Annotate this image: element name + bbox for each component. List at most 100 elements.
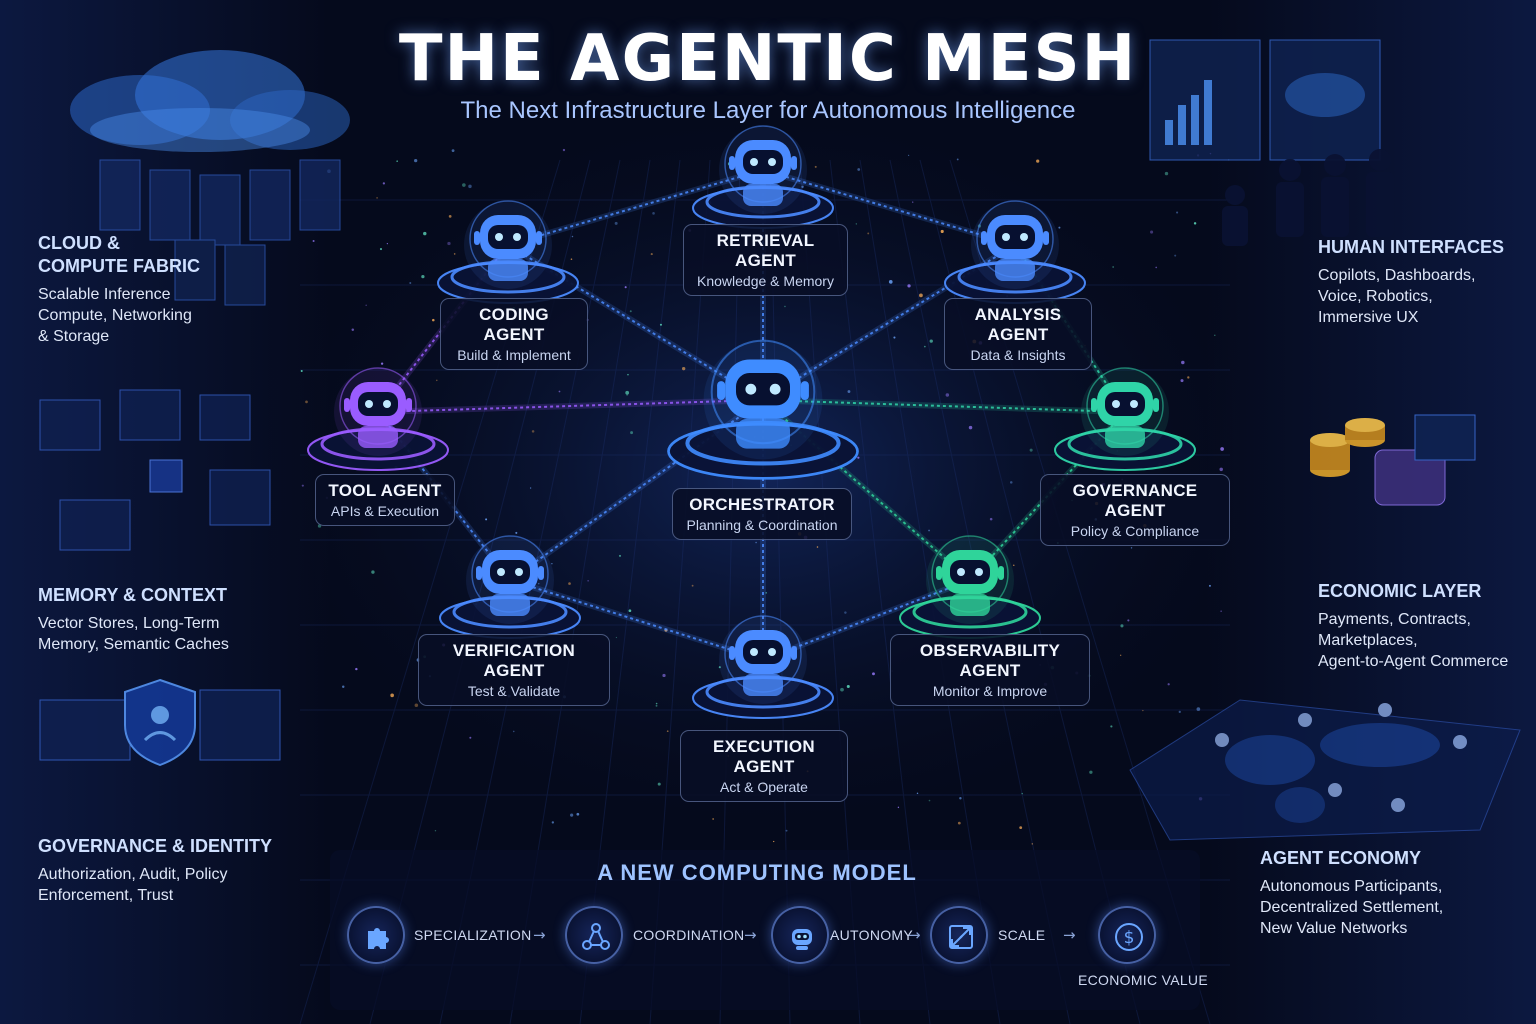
agent-description: Act & Operate	[720, 779, 808, 795]
mesh-connection-line	[762, 399, 1126, 413]
panel-description: & Storage	[38, 328, 110, 345]
retrieval-agent-robot-icon[interactable]	[692, 125, 834, 229]
analysis-agent-robot-icon[interactable]	[944, 200, 1086, 304]
dashboard-screens-illustration	[1149, 39, 1381, 161]
panel-description: Authorization, Audit, Policy	[38, 866, 228, 883]
arrow-right-icon: →	[744, 926, 757, 944]
agent-name: EXECUTION AGENT	[713, 737, 815, 776]
mesh-connection-line	[377, 399, 764, 413]
puzzle-icon	[347, 906, 405, 964]
execution-agent-robot-icon[interactable]	[692, 615, 834, 719]
arrow-right-icon: →	[533, 926, 546, 944]
mesh-connection-line	[509, 579, 764, 661]
agent-name: TOOL AGENT	[328, 481, 442, 500]
panel-description: Compute, Networking	[38, 307, 192, 324]
server-racks-illustration	[99, 159, 341, 306]
panel-description: Marketplaces,	[1318, 632, 1418, 649]
governance-identity-panel: GOVERNANCE & IDENTITY Authorization, Aud…	[38, 835, 318, 906]
panel-title: COMPUTE FABRIC	[38, 256, 200, 276]
execution-agent-label[interactable]: EXECUTION AGENT Act & Operate	[680, 730, 848, 802]
verification-agent-robot-icon[interactable]	[439, 535, 581, 639]
mesh-connection-line	[762, 399, 971, 581]
coding-agent-robot-icon[interactable]	[437, 200, 579, 304]
orchestrator-agent-robot-icon[interactable]	[667, 339, 859, 480]
coins-wallet-illustration	[1310, 414, 1476, 506]
governance-agent-label[interactable]: GOVERNANCE AGENT Policy & Compliance	[1040, 474, 1230, 546]
coding-agent-label[interactable]: CODING AGENT Build & Implement	[440, 298, 588, 370]
mesh-connection-line	[377, 244, 509, 413]
panel-title: GOVERNANCE & IDENTITY	[38, 836, 273, 856]
agent-name: OBSERVABILITY AGENT	[919, 641, 1061, 680]
expand-icon	[930, 906, 988, 964]
mesh-connection-line	[507, 169, 764, 246]
observability-agent-robot-icon[interactable]	[899, 535, 1041, 639]
agent-name: VERIFICATION AGENT	[452, 641, 576, 680]
panel-title: AGENT ECONOMY	[1260, 848, 1422, 868]
panel-title: HUMAN INTERFACES	[1318, 237, 1505, 257]
mesh-connection-line	[762, 169, 1016, 246]
agent-description: Monitor & Improve	[932, 683, 1048, 699]
flow-step-label: SPECIALIZATION	[414, 927, 532, 943]
agent-name: ORCHESTRATOR	[689, 495, 835, 514]
page-title: THE AGENTIC MESH	[398, 22, 1138, 96]
agent-name: CODING AGENT	[479, 305, 549, 344]
mesh-connection-line	[762, 579, 971, 661]
agent-description: Policy & Compliance	[1070, 523, 1200, 539]
panel-description: Autonomous Participants,	[1260, 878, 1443, 895]
agent-description: Data & Insights	[970, 347, 1066, 363]
agent-description: APIs & Execution	[330, 503, 440, 519]
panel-description: Agent-to-Agent Commerce	[1318, 653, 1509, 670]
flow-step-label: SCALE	[998, 927, 1046, 943]
network-icon	[565, 906, 623, 964]
tool-agent-label[interactable]: TOOL AGENT APIs & Execution	[315, 474, 455, 526]
mesh-connection-line	[509, 399, 764, 581]
flow-step-label: AUTONOMY	[830, 927, 914, 943]
human-interfaces-panel: HUMAN INTERFACES Copilots, Dashboards, V…	[1318, 236, 1528, 328]
page-subtitle: The Next Infrastructure Layer for Autono…	[460, 97, 1076, 124]
economic-layer-panel: ECONOMIC LAYER Payments, Contracts, Mark…	[1318, 580, 1533, 672]
governance-agent-robot-icon[interactable]	[1054, 367, 1196, 471]
agent-name: ANALYSIS AGENT	[974, 305, 1062, 344]
panel-title: MEMORY & CONTEXT	[38, 585, 228, 605]
orchestrator-label[interactable]: ORCHESTRATOR Planning & Coordination	[672, 488, 852, 540]
agent-description: Test & Validate	[467, 683, 561, 699]
panel-description: Copilots, Dashboards,	[1318, 267, 1476, 284]
world-map-illustration	[1129, 699, 1521, 841]
arrow-right-icon: →	[1063, 926, 1076, 944]
panel-description: Memory, Semantic Caches	[38, 636, 229, 653]
retrieval-agent-label[interactable]: RETRIEVAL AGENT Knowledge & Memory	[683, 224, 848, 296]
flow-step-label: ECONOMIC VALUE	[1078, 972, 1208, 988]
agent-description: Build & Implement	[457, 347, 571, 363]
dollar-icon: $	[1098, 906, 1156, 964]
memory-context-panel: MEMORY & CONTEXT Vector Stores, Long-Ter…	[38, 584, 308, 655]
analysis-agent-label[interactable]: ANALYSIS AGENT Data & Insights	[944, 298, 1092, 370]
flow-title: A NEW COMPUTING MODEL	[597, 860, 917, 885]
panel-description: Immersive UX	[1318, 309, 1419, 326]
panel-description: Voice, Robotics,	[1318, 288, 1433, 305]
agent-name: GOVERNANCE AGENT	[1072, 481, 1198, 520]
panel-title: ECONOMIC LAYER	[1318, 581, 1482, 601]
panel-description: Decentralized Settlement,	[1260, 899, 1444, 916]
shield-illustration	[39, 678, 281, 767]
agent-description: Planning & Coordination	[686, 517, 838, 533]
cloud-compute-panel: CLOUD & COMPUTE FABRIC Scalable Inferenc…	[38, 232, 298, 347]
verification-agent-label[interactable]: VERIFICATION AGENT Test & Validate	[418, 634, 610, 706]
svg-text:$: $	[1124, 928, 1135, 948]
cloud-illustration	[70, 50, 350, 152]
agent-name: RETRIEVAL AGENT	[716, 231, 815, 270]
panel-title: CLOUD &	[38, 233, 120, 253]
agent-economy-panel: AGENT ECONOMY Autonomous Participants, D…	[1260, 847, 1510, 939]
memory-chips-illustration	[39, 389, 271, 551]
arrow-right-icon: →	[908, 926, 921, 944]
panel-description: New Value Networks	[1260, 920, 1408, 937]
observability-agent-label[interactable]: OBSERVABILITY AGENT Monitor & Improve	[890, 634, 1090, 706]
panel-description: Payments, Contracts,	[1318, 611, 1471, 628]
flow-step-label: COORDINATION	[633, 927, 745, 943]
robot-icon	[771, 906, 829, 964]
panel-description: Enforcement, Trust	[38, 887, 174, 904]
panel-description: Vector Stores, Long-Term	[38, 615, 220, 632]
tool-agent-robot-icon[interactable]	[307, 367, 449, 471]
agent-description: Knowledge & Memory	[697, 273, 834, 289]
people-silhouettes-illustration	[1222, 149, 1394, 246]
panel-description: Scalable Inference	[38, 286, 171, 303]
